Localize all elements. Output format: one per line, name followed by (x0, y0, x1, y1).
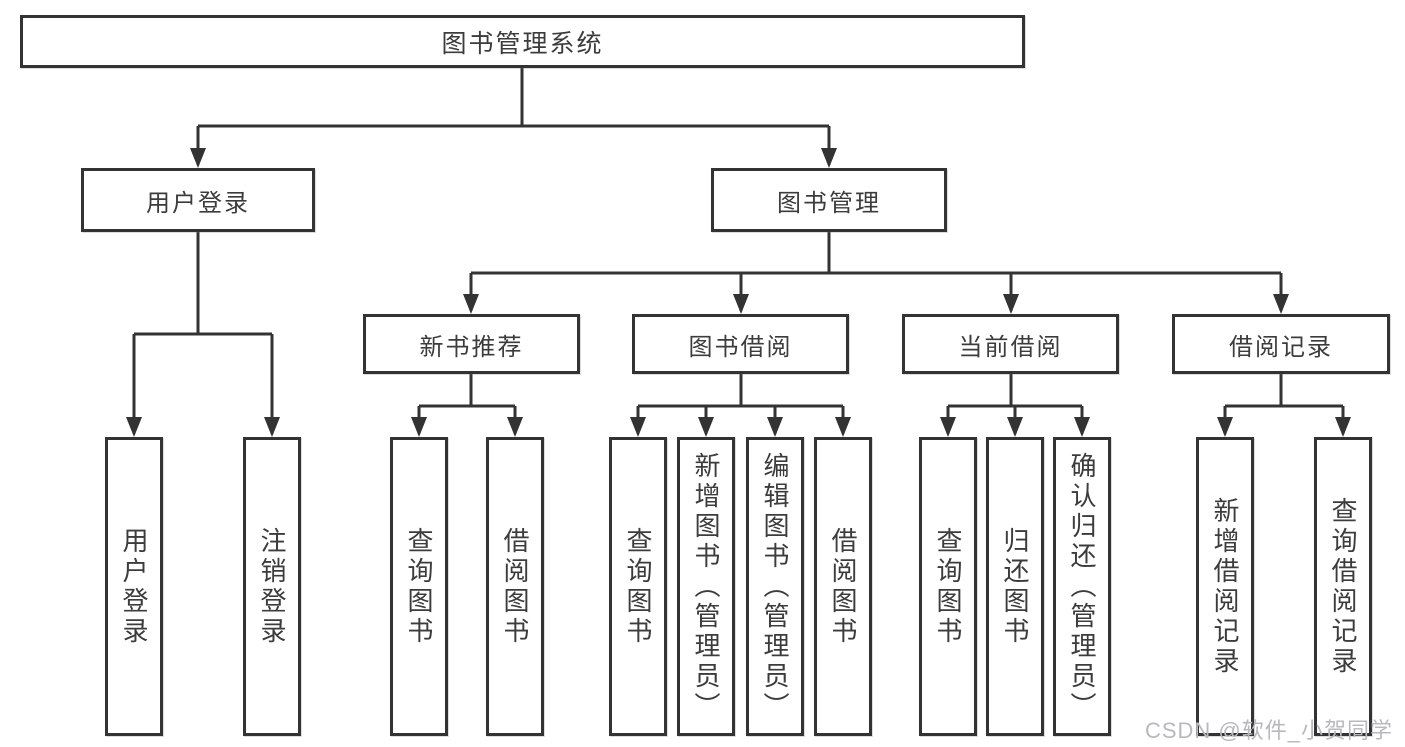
node-label: 归还图书 (1000, 526, 1030, 647)
node-label: 新增图书（管理员） (691, 451, 721, 722)
node-label: 新书推荐 (419, 333, 524, 361)
node-label: 图书管理系统 (441, 29, 604, 58)
node-label: 图书管理 (777, 189, 881, 217)
node-borrowing-records: 借阅记录 (1172, 314, 1390, 374)
connector-book-borrowing-children (630, 374, 851, 437)
node-borrow-books-recommend: 借阅图书 (486, 437, 544, 736)
node-label: 借阅图书 (500, 526, 530, 647)
node-label: 注销登录 (257, 526, 287, 647)
connector-borrow-records-children (1217, 374, 1351, 437)
node-library-system: 图书管理系统 (20, 15, 1025, 68)
node-label: 查询图书 (404, 526, 434, 647)
node-add-books-admin: 新增图书（管理员） (677, 437, 735, 736)
node-label: 图书借阅 (688, 333, 793, 361)
csdn-watermark: CSDN @软件_小贺同学 (1144, 718, 1393, 743)
connector-book-management-children (463, 232, 1289, 314)
node-label: 查询借阅记录 (1328, 496, 1358, 677)
node-query-books-current: 查询图书 (919, 437, 977, 736)
node-user-login: 用户登录 (105, 437, 163, 736)
node-label: 查询图书 (933, 526, 963, 647)
node-label: 借阅记录 (1229, 333, 1333, 361)
node-query-books-borrowing: 查询图书 (609, 437, 667, 736)
node-label: 用户登录 (146, 189, 250, 217)
node-label: 查询图书 (623, 526, 653, 647)
node-borrow-books-borrowing: 借阅图书 (814, 437, 872, 736)
connector-current-borrowing-children (940, 374, 1090, 437)
node-edit-books-admin: 编辑图书（管理员） (746, 437, 804, 736)
node-book-borrowing: 图书借阅 (632, 314, 849, 374)
node-label: 确认归还（管理员） (1067, 451, 1097, 722)
node-label: 用户登录 (119, 526, 149, 647)
node-label: 当前借阅 (958, 333, 1063, 361)
connector-new-book-children (411, 374, 523, 437)
node-new-book-recommendation: 新书推荐 (363, 314, 580, 374)
node-return-books: 归还图书 (986, 437, 1044, 736)
node-label: 编辑图书（管理员） (760, 451, 790, 722)
node-current-borrowing: 当前借阅 (902, 314, 1119, 374)
node-logout: 注销登录 (243, 437, 301, 736)
node-book-management: 图书管理 (711, 168, 947, 232)
node-add-borrow-record: 新增借阅记录 (1196, 437, 1254, 736)
connector-root-to-level2 (190, 68, 837, 168)
node-user-login-group: 用户登录 (81, 168, 315, 232)
node-label: 新增借阅记录 (1210, 496, 1240, 677)
connector-user-login-children (126, 232, 280, 437)
node-query-books-recommend: 查询图书 (390, 437, 448, 736)
node-confirm-return-admin: 确认归还（管理员） (1053, 437, 1111, 736)
node-query-borrow-record: 查询借阅记录 (1314, 437, 1372, 736)
node-label: 借阅图书 (828, 526, 858, 647)
